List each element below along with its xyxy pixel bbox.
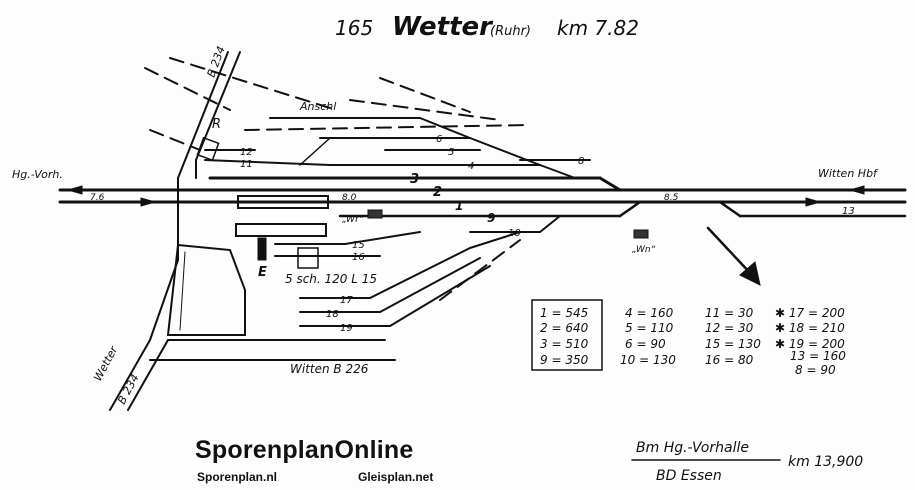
direction-right-label: Witten Hbf xyxy=(818,167,879,180)
track-3-number: 3 xyxy=(410,172,419,187)
building-r xyxy=(196,136,220,162)
dismantled-tracks xyxy=(144,57,531,301)
station-number: 165 xyxy=(335,16,373,40)
schuppen-label: 5 sch. 120 L 15 xyxy=(285,272,377,286)
track-19-number: 19 xyxy=(340,323,353,334)
km-right-label: 8.5 xyxy=(664,193,679,203)
e-label: E xyxy=(258,265,267,280)
length-col4-3: ✱ 19 = 200 xyxy=(775,337,845,351)
length-col3-2: 12 = 30 xyxy=(705,321,754,335)
length-col3-3: 15 = 130 xyxy=(705,337,761,351)
station-title: 165 Wetter (Ruhr) km 7.82 xyxy=(335,12,639,42)
track-16-number: 16 xyxy=(352,252,365,263)
anschl-label: Anschl xyxy=(299,100,336,113)
wf-label: „Wf“ xyxy=(342,215,364,225)
length-col2-2: 5 = 110 xyxy=(625,321,674,335)
km-mid-label: 8.0 xyxy=(342,193,357,203)
footer-km: km 13,900 xyxy=(788,454,863,470)
station-km: km 7.82 xyxy=(557,16,639,40)
track-10-number: 10 xyxy=(508,228,521,239)
km-left-label: 7.6 xyxy=(90,193,105,203)
track-6-number: 6 xyxy=(436,134,442,145)
track-9-number: 9 xyxy=(487,211,495,225)
track-numbers: 1 2 3 4 5 6 8 9 10 11 12 13 15 16 17 18 … xyxy=(240,134,855,334)
footer-line1: Bm Hg.-Vorhalle xyxy=(636,440,749,456)
road-b234-bottom xyxy=(109,177,396,411)
station-name: Wetter xyxy=(392,12,494,42)
length-col2-4: 10 = 130 xyxy=(620,353,676,367)
length-boxed-1: 1 = 545 xyxy=(540,306,588,320)
length-col4-5: 8 = 90 xyxy=(795,363,836,377)
track-15-number: 15 xyxy=(352,240,365,251)
direction-left-label: Hg.-Vorh. xyxy=(12,168,63,181)
length-table-box xyxy=(531,299,603,371)
track-2-number: 2 xyxy=(433,185,442,200)
witten-road-label: Witten B 226 xyxy=(290,362,369,376)
station-suffix: (Ruhr) xyxy=(490,24,531,39)
length-boxed-3: 3 = 510 xyxy=(540,337,589,351)
track-4-number: 4 xyxy=(468,161,474,172)
track-5-number: 5 xyxy=(448,147,454,158)
road-bottom-name-label: Wetter xyxy=(91,343,121,384)
signal-box-wf xyxy=(367,209,383,219)
length-boxed-4: 9 = 350 xyxy=(540,353,589,367)
brand-link-right[interactable]: Gleisplan.net xyxy=(358,470,434,484)
building-shed xyxy=(297,247,319,269)
building-e xyxy=(257,237,267,261)
brand-link-left[interactable]: Sporenplan.nl xyxy=(197,470,278,484)
r-label: R xyxy=(212,117,221,132)
length-col4-1: ✱ 17 = 200 xyxy=(775,306,845,320)
track-18-number: 18 xyxy=(326,309,339,320)
length-col2-1: 4 = 160 xyxy=(625,306,674,320)
track-13-number: 13 xyxy=(842,206,855,217)
track-8-number: 8 xyxy=(578,156,584,167)
platform-1 xyxy=(237,195,329,209)
track-11-number: 11 xyxy=(240,159,253,170)
track-17-number: 17 xyxy=(340,295,353,306)
footer-line2: BD Essen xyxy=(656,468,722,484)
length-col4-4: 13 = 160 xyxy=(790,349,846,363)
length-table: 1 = 545 2 = 640 3 = 510 9 = 350 4 = 160 … xyxy=(540,306,846,377)
length-col4-2: ✱ 18 = 210 xyxy=(775,321,845,335)
track-1-number: 1 xyxy=(455,199,463,213)
brand-title: SporenplanOnline xyxy=(195,436,414,464)
main-tracks xyxy=(58,188,907,204)
station-forecourt xyxy=(166,243,246,336)
length-col2-3: 6 = 90 xyxy=(625,337,666,351)
length-col3-4: 16 = 80 xyxy=(705,353,754,367)
length-boxed-2: 2 = 640 xyxy=(540,321,589,335)
track-12-number: 12 xyxy=(240,147,253,158)
wn-label: „Wn“ xyxy=(632,245,656,255)
road-bottom-label: B 234 xyxy=(115,372,142,406)
length-col3-1: 11 = 30 xyxy=(705,306,754,320)
signal-box-wn xyxy=(633,229,649,239)
platform-2 xyxy=(235,223,327,237)
